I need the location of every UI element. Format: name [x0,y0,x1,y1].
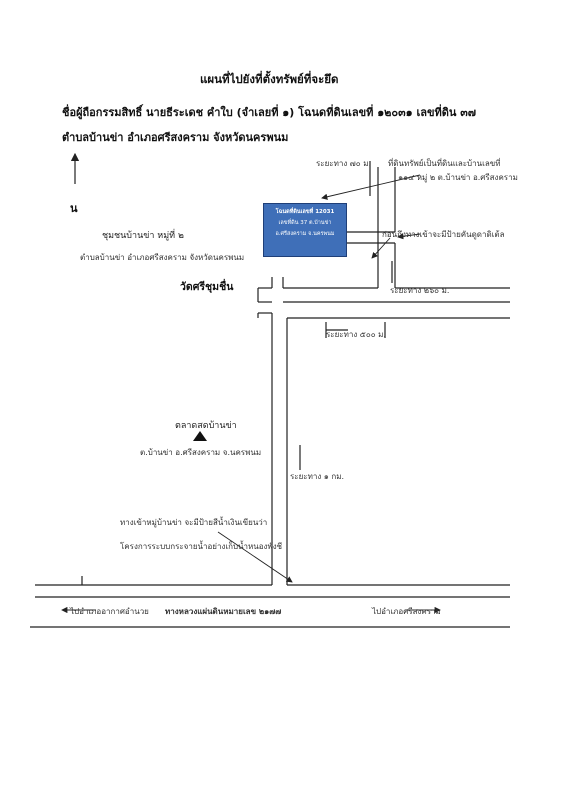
highway-label: ทางหลวงแผ่นดินหมายเลข ๒๑๗๗ [165,607,282,616]
left-direction-label: ไปอำเภออากาศอำนวย [70,607,149,616]
property-note-1: ที่ดินทรัพย์เป็นที่ดินและบ้านเลขที่ [388,159,501,168]
plot-line-2: เลขที่ดิน 37 ต.บ้านข่า [278,220,332,226]
property-plot: โฉนดที่ดินเลขที่ 12031 เลขที่ดิน 37 ต.บ้… [263,203,347,257]
property-note-2: ๑๑๔ หมู่ ๒ ต.บ้านข่า อ.ศรีสงคราม [398,173,518,182]
market-icon [193,431,207,441]
village-entry-note-2: โครงการระบบกระจายน้ำอย่างเก็บน้ำหนองพังช… [120,542,283,551]
location-line: ตำบลบ้านข่า อำเภอศรีสงคราม จังหวัดนครพนม [62,131,289,144]
distance-right: ระยะทาง ๒๖๐ ม. [390,286,450,295]
north-label: น [70,202,78,215]
owner-line: ชื่อผู้ถือกรรมสิทธิ์ นายธีระเดช คำใบ (จำ… [62,106,477,119]
distance-top: ระยะทาง ๗๐ ม. [316,159,372,168]
temple-label: วัดศรีชุมชื่น [180,281,234,293]
page-title: แผนที่ไปยังที่ตั้งทรัพย์ที่จะยึด [200,72,339,86]
right-direction-label: ไปอำเภอศรีสงคราม [372,607,441,616]
distance-lower: ระยะทาง ๑ กม. [290,472,345,481]
market-label: ตลาดสดบ้านข่า [175,421,237,431]
before-entry-note: ก่อนถึงทางเข้าจะมีป้ายคันดูดาดิเต้ล [382,230,505,239]
plot-line-1: โฉนดที่ดินเลขที่ 12031 [275,209,335,215]
market-sub-label: ต.บ้านข่า อ.ศรีสงคราม จ.นครพนม [140,448,262,457]
plot-line-3: อ.ศรีสงคราม จ.นครพนม [275,231,335,237]
village-entry-note-1: ทางเข้าหมู่บ้านข่า จะมีป้ายสีน้ำเงินเขีย… [120,518,268,527]
community-sub-label: ตำบลบ้านข่า อำเภอศรีสงคราม จังหวัดนครพนม [80,253,245,262]
distance-mid: ระยะทาง ๕๐๐ ม. [326,330,386,339]
community-label: ชุมชนบ้านข่า หมู่ที่ ๒ [102,231,184,241]
